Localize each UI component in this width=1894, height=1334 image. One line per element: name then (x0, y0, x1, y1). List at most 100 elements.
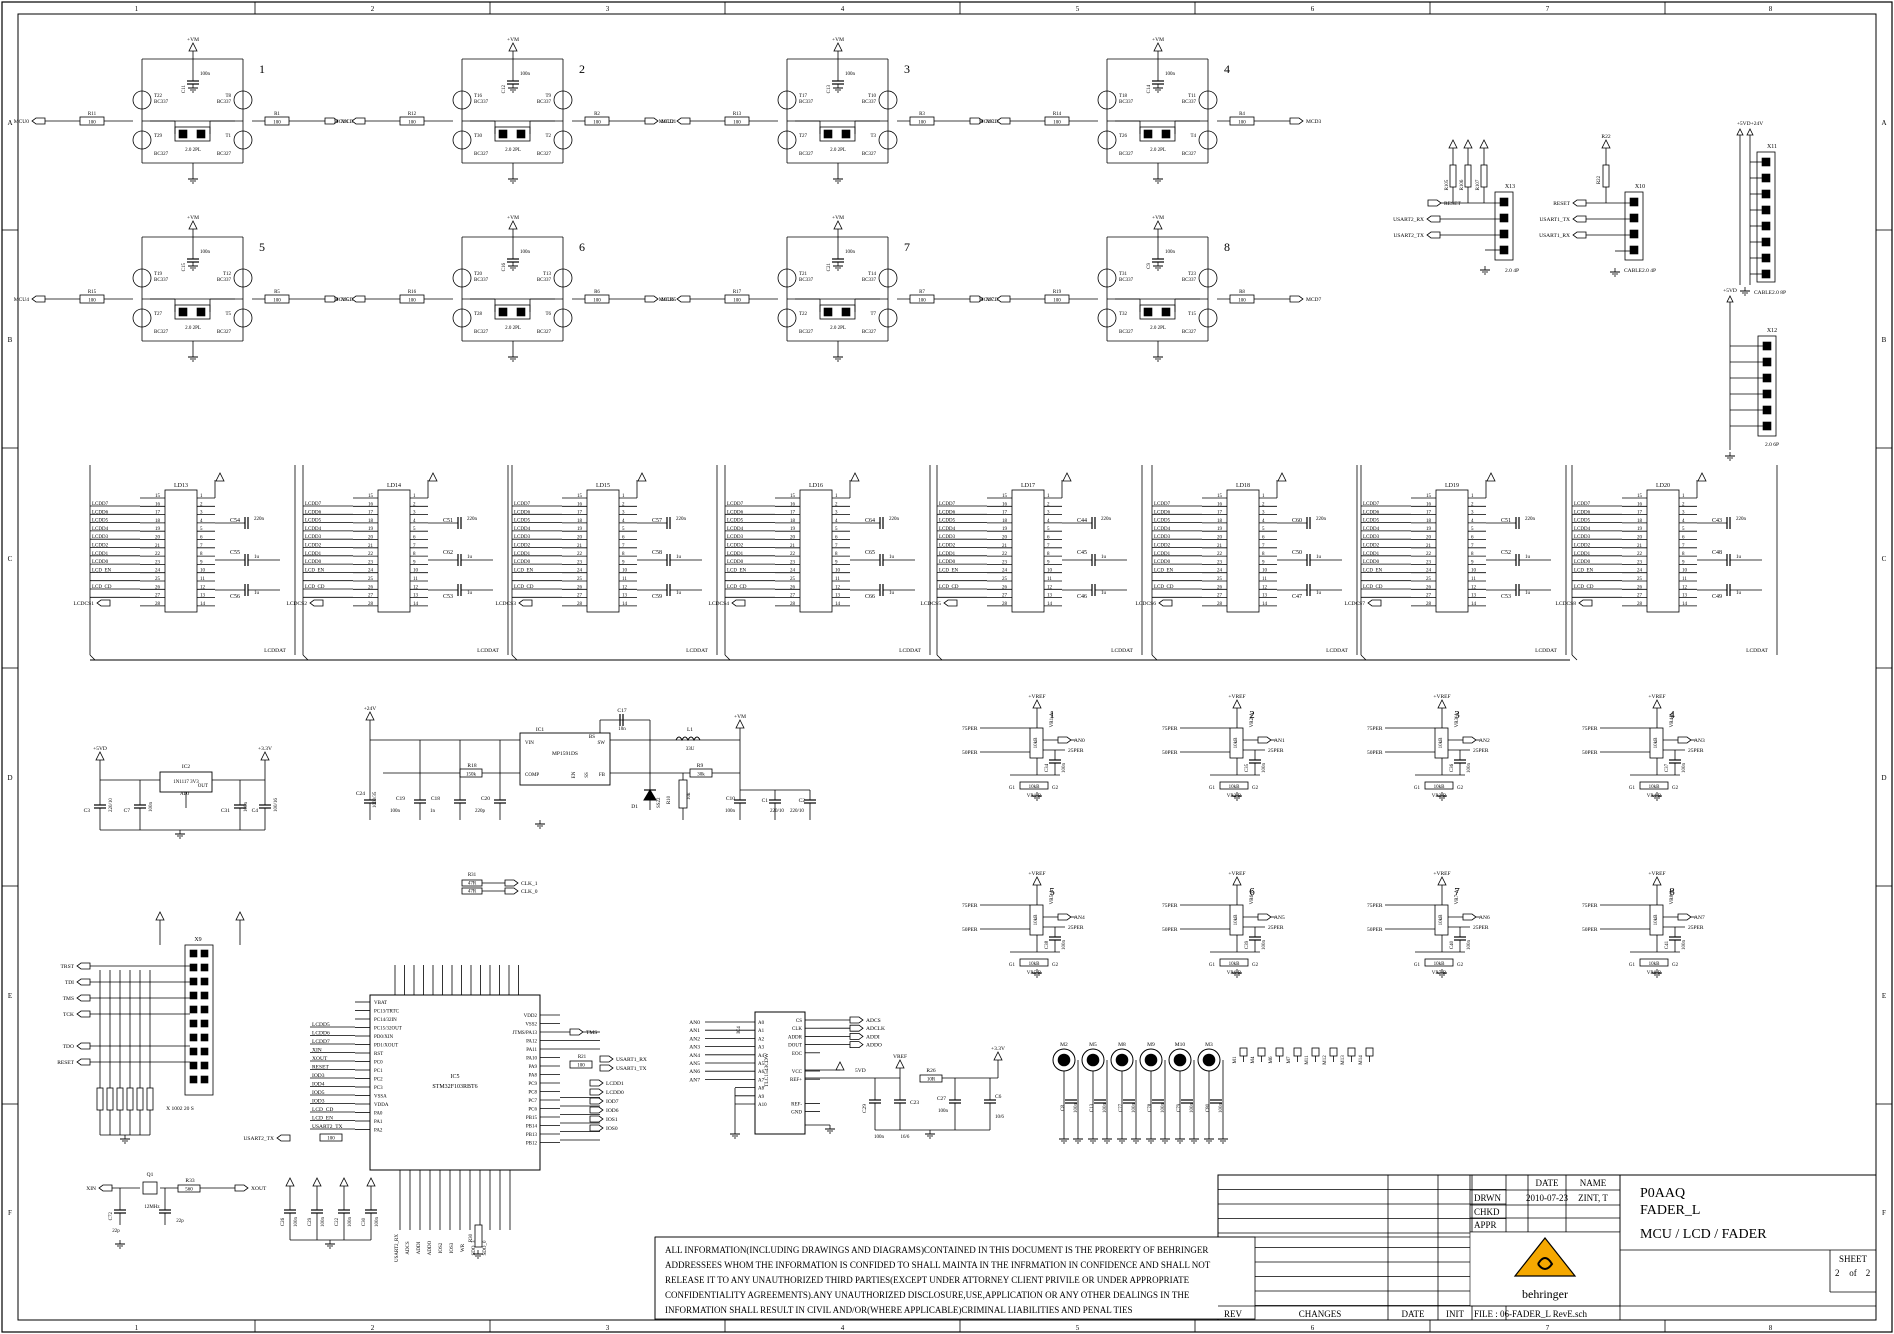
resistor (79, 116, 105, 126)
wire (1360, 654, 1367, 661)
pin-number: 7 (413, 544, 416, 549)
transistor (553, 90, 573, 110)
cap-ref: C72 (109, 1212, 114, 1221)
pin-number: 9 (1262, 560, 1265, 565)
pin-name: PA11 (526, 1048, 537, 1053)
transistor (878, 268, 898, 288)
pin (196, 307, 206, 317)
connector-ref: X9 (194, 937, 201, 943)
pin-number: 15 (368, 494, 374, 499)
cap-ref: C40 (1450, 940, 1455, 949)
cap-value: 220/10 (790, 809, 804, 814)
pin-number: 26 (1002, 585, 1008, 590)
pin-number: 11 (622, 577, 627, 582)
pot-value: 10kB (1649, 785, 1661, 790)
cap-ref: C18 (431, 796, 440, 802)
cap-value: 100/16 (274, 798, 279, 812)
net-label: LCDD6 (92, 510, 109, 515)
resistor-ref: R5 (274, 290, 280, 295)
pin-name: ADJ (180, 792, 189, 797)
pin-number: 28 (368, 602, 374, 607)
resistor-value: 560 (185, 1188, 193, 1193)
pin-number: 14 (622, 602, 628, 607)
net-label: LCD_CD (939, 585, 959, 590)
net-label: LCDD6 (727, 510, 744, 515)
pin-number: 22 (155, 552, 161, 557)
net-flag (1427, 199, 1442, 207)
pin-number: 3 (1262, 511, 1265, 516)
net-label: MCD7 (1306, 297, 1322, 303)
cap-ref: C34 (1045, 763, 1050, 772)
net-label: TDI (65, 980, 74, 986)
net-label: LCDD7 (305, 502, 322, 507)
pin-name: G2 (1052, 963, 1059, 968)
supply-arrow (508, 42, 518, 52)
supply-label: +VREF (1648, 871, 1665, 877)
ic-ref: IC2 (182, 764, 191, 770)
transistor-type: BC337 (862, 278, 877, 283)
pin-number: 3 (1682, 511, 1685, 516)
fader-pot (1434, 727, 1449, 759)
pin-number: 19 (155, 527, 161, 532)
pin-name: A2 (758, 1037, 765, 1042)
pin-number: 17 (1426, 511, 1432, 516)
pin (1143, 307, 1153, 317)
cap-ref: C31 (221, 808, 230, 814)
pin-name: A8 (758, 1087, 765, 1092)
mcu-ic5 (369, 994, 541, 1171)
motor-ref: M2 (1060, 1042, 1068, 1048)
pin-name: G1 (1209, 786, 1216, 791)
pin-name: A10 (758, 1103, 767, 1108)
net-label: ADDI (417, 1241, 422, 1254)
pin-number: 12 (1471, 585, 1477, 590)
transistor (233, 308, 253, 328)
cap-ref: C47 (1292, 594, 1302, 600)
h-bridge: +VM5C15100nT19BC337T12BC337T27BC327T5BC3… (14, 215, 357, 362)
cap-value: 100n (348, 1217, 353, 1228)
cap-value: 100n (1161, 1103, 1166, 1114)
pin (1161, 307, 1171, 317)
pin-number: 8 (1262, 552, 1265, 557)
net-label: IOS0 (606, 1126, 618, 1132)
pin (498, 307, 508, 317)
net-flag (1158, 599, 1173, 607)
transistor-ref: T8 (225, 94, 231, 99)
pin (178, 129, 188, 139)
net-label: LCD_EN (939, 568, 959, 573)
confidential-line: CONFIDENTIALITY AGREEMENTS).ANY UNAUTHOR… (665, 1290, 1190, 1300)
sheet-number: 2 (1835, 1268, 1840, 1278)
resistor (474, 1224, 483, 1248)
pin-number: 20 (1637, 536, 1643, 541)
mount-ref: M4 (1251, 1056, 1256, 1063)
supply-arrow (850, 472, 860, 482)
pin-number: 2 (835, 502, 838, 507)
net-label: AN3 (689, 1045, 700, 1051)
net-flag (324, 117, 339, 125)
bridge-number: 6 (579, 240, 585, 254)
cap-value: 100n (1062, 763, 1067, 774)
pin-number: 6 (622, 536, 625, 541)
resistor-value: 10R (927, 1078, 936, 1083)
h-bridge: +VM4C14100nT18BC337T11BC337T26BC327T4BC3… (979, 37, 1322, 184)
net-flag (589, 1079, 604, 1087)
transistor (1097, 130, 1117, 150)
pot-value: 10kB (1654, 914, 1659, 926)
pot-ref: VR8-A (1670, 889, 1675, 904)
net-label: LCD_EN (305, 568, 325, 573)
transistor-type: BC327 (1119, 152, 1134, 157)
pin-number: 11 (835, 577, 840, 582)
pin-number: 26 (1637, 585, 1643, 590)
pin-name: EOC (792, 1052, 803, 1057)
resistor-value: 30k (697, 773, 705, 778)
cap-ref: C19 (396, 796, 405, 802)
pin-number: 22 (1002, 552, 1008, 557)
lcd-connector (1226, 489, 1260, 613)
cap-ref: C78 (1148, 1103, 1153, 1112)
net-label: LCDD7 (1574, 502, 1591, 507)
net-flag (31, 117, 46, 125)
pin (1762, 341, 1772, 351)
resistor-ref: R16 (408, 290, 417, 295)
cap-value: 1u (676, 591, 682, 596)
cap-value: 100n (1190, 1103, 1195, 1114)
